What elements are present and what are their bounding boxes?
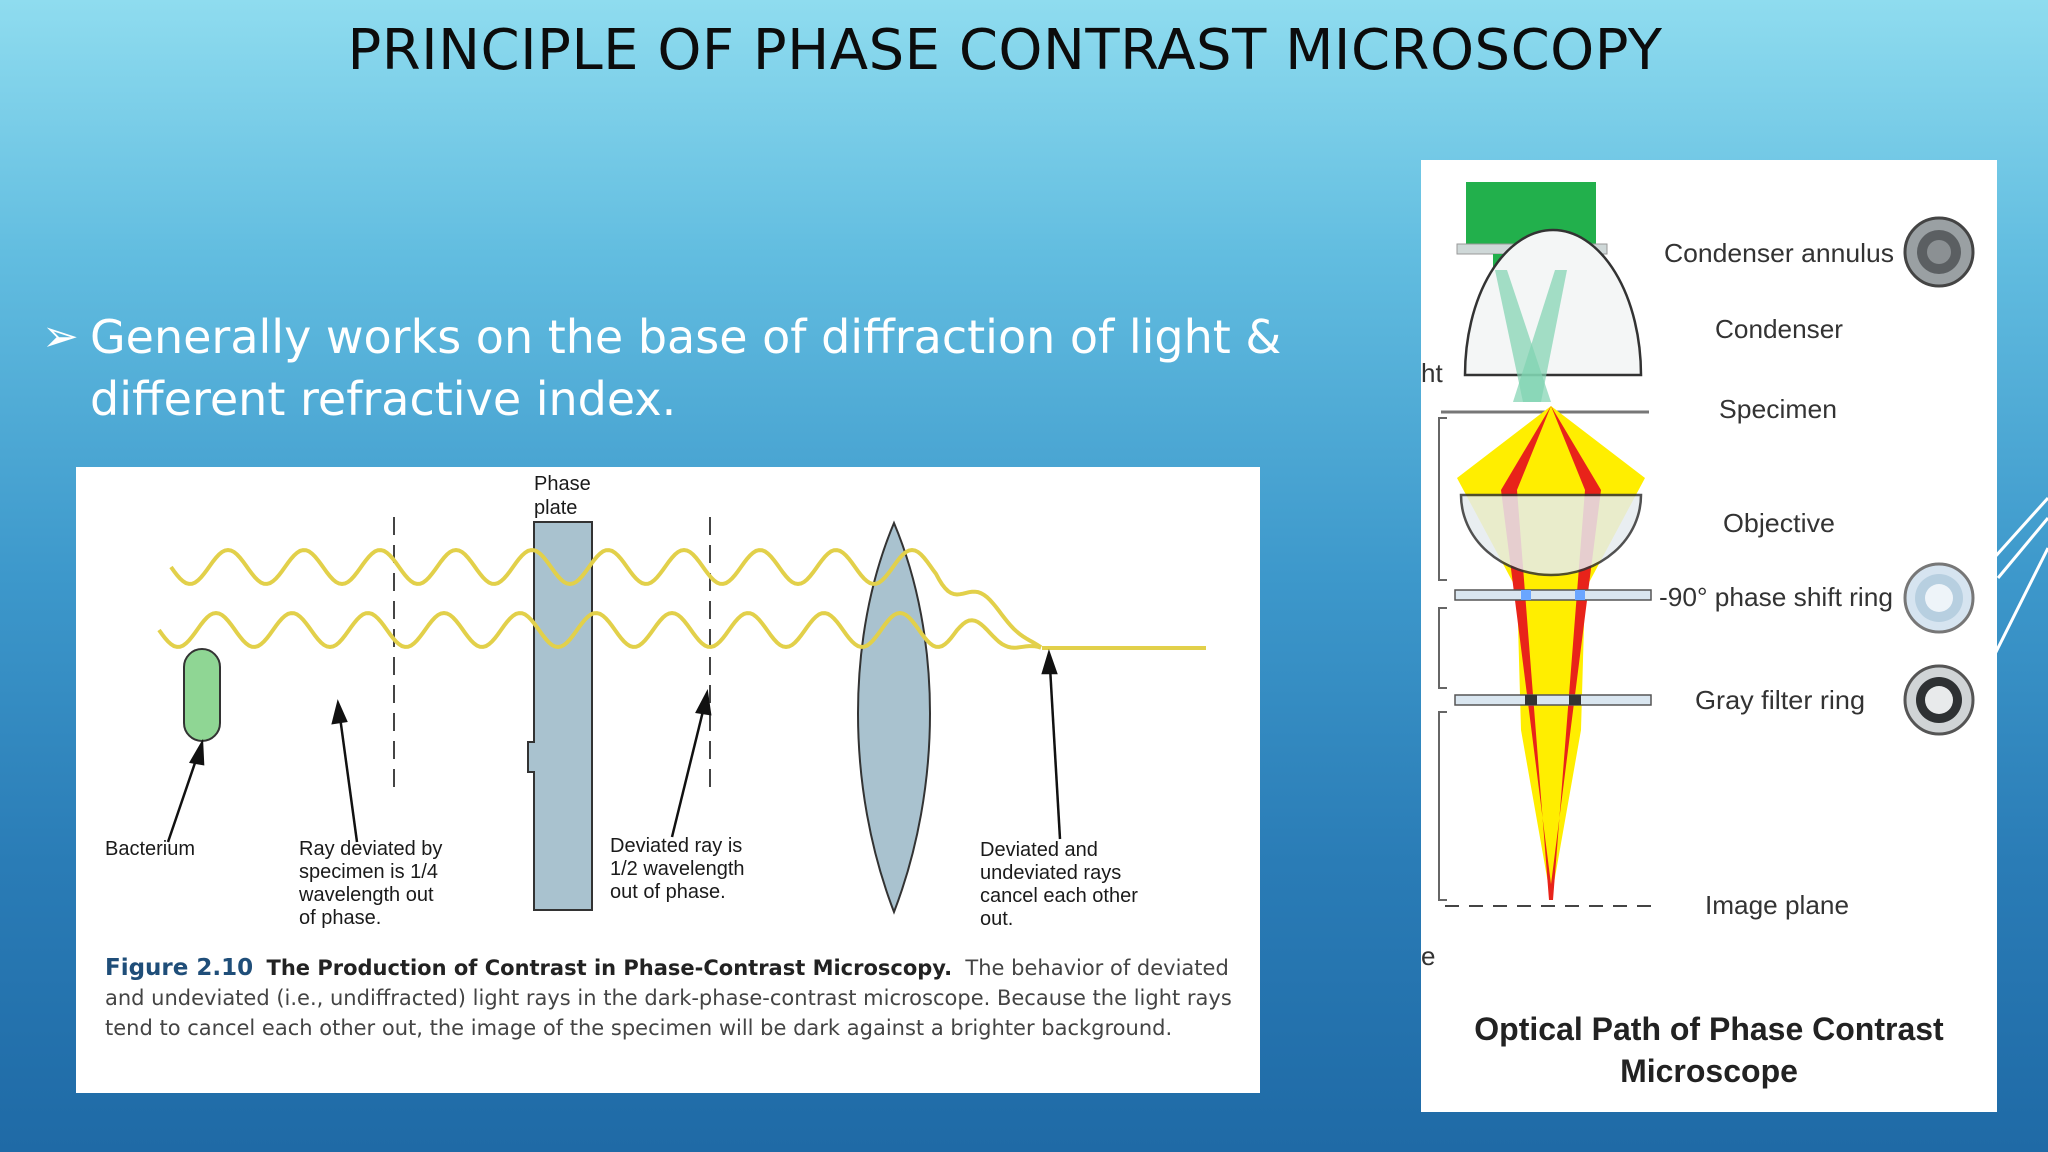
gray-filter-ring-icon: [1903, 664, 1975, 736]
bacterium-shape: [183, 648, 221, 742]
arrow-cancel: [1048, 666, 1062, 840]
label-objective: Objective: [1723, 508, 1835, 538]
label-edge-fragment-2: e: [1421, 941, 1435, 971]
label-cancel-3: cancel each other: [980, 885, 1138, 907]
phase-ring-mark-left: [1521, 590, 1531, 600]
ray-red-2: [1551, 406, 1601, 490]
phase-shift-plate: [1454, 589, 1652, 601]
phase-contrast-diagram: Phase plate Bacterium Ray deviated by sp…: [105, 473, 1206, 930]
gray-filter-plate: [1454, 694, 1652, 706]
figure-caption: Figure 2.10 The Production of Contrast i…: [105, 953, 1235, 1043]
label-cancel-2: undeviated rays: [980, 862, 1121, 884]
arrow-bacterium: [166, 756, 199, 843]
light-cone-yellow: [1457, 406, 1645, 900]
phase-ring-mark-right: [1575, 590, 1585, 600]
arrow-ray-deviated: [338, 716, 359, 843]
bracket-1: [1438, 417, 1447, 581]
deviated-wave: [157, 610, 1042, 650]
label-deviated-ray-1: Deviated ray is: [610, 835, 742, 857]
arrow-head-ray: [331, 699, 348, 725]
undeviated-wave: [169, 547, 1043, 649]
label-phase-shift-ring: -90° phase shift ring: [1659, 582, 1893, 612]
condenser-beam-right: [1513, 270, 1567, 402]
caption-optical-path-1: Optical Path of Phase Contrast: [1474, 1011, 1944, 1047]
arrow-head-cancel: [1041, 648, 1058, 675]
label-phase-plate-1: Phase: [534, 473, 591, 495]
objective-lens: [1459, 493, 1643, 577]
slide-title: PRINCIPLE OF PHASE CONTRAST MICROSCOPY: [347, 18, 1663, 83]
phase-plate-shape: [527, 521, 593, 911]
label-condenser-annulus: Condenser annulus: [1664, 238, 1894, 268]
label-deviated-ray-3: out of phase.: [610, 881, 726, 903]
gray-ring-mark-right: [1569, 695, 1581, 705]
label-ray-deviated-2: specimen is 1/4: [299, 861, 438, 883]
caption-title: The Production of Contrast in Phase-Cont…: [266, 956, 953, 980]
phase-contrast-figure: Phase plate Bacterium Ray deviated by sp…: [76, 467, 1260, 1093]
arrow-head-bacterium: [189, 738, 205, 766]
bracket-2: [1438, 607, 1447, 689]
caption-optical-path-2: Microscope: [1620, 1053, 1798, 1089]
label-condenser: Condenser: [1715, 314, 1843, 344]
label-ray-deviated-1: Ray deviated by: [299, 838, 442, 860]
bullet-point: ➢ Generally works on the base of diffrac…: [42, 306, 1342, 430]
optical-path-figure: Condenser annulus Condenser Specimen Obj…: [1421, 160, 1997, 1112]
label-ray-deviated-4: of phase.: [299, 907, 381, 929]
bullet-text: Generally works on the base of diffracti…: [90, 310, 1282, 426]
caption-body: The behavior of deviated and undeviated …: [105, 956, 1232, 1040]
ray-red-1: [1501, 406, 1551, 490]
label-edge-fragment-1: ht: [1421, 358, 1443, 388]
bullet-arrow-icon: ➢: [42, 311, 79, 362]
label-image-plane: Image plane: [1705, 890, 1849, 920]
arrow-head-half: [695, 689, 712, 716]
decorative-lines: [1988, 496, 2048, 669]
label-phase-plate-2: plate: [534, 497, 577, 519]
gray-ring-mark-left: [1525, 695, 1537, 705]
label-specimen: Specimen: [1719, 394, 1837, 424]
condenser-annulus-icon: [1903, 216, 1975, 288]
label-bacterium: Bacterium: [105, 838, 195, 860]
arrow-half-wave: [670, 706, 706, 838]
label-deviated-ray-2: 1/2 wavelength: [610, 858, 745, 880]
phase-shift-ring-icon: [1903, 562, 1975, 634]
caption-figure-number: Figure 2.10: [105, 955, 254, 981]
label-cancel-4: out.: [980, 908, 1013, 930]
optical-path-diagram: Condenser annulus Condenser Specimen Obj…: [1421, 182, 1975, 1089]
label-ray-deviated-3: wavelength out: [298, 884, 434, 906]
label-gray-filter-ring: Gray filter ring: [1695, 685, 1865, 715]
bracket-3: [1438, 711, 1447, 901]
label-cancel-1: Deviated and: [980, 839, 1098, 861]
